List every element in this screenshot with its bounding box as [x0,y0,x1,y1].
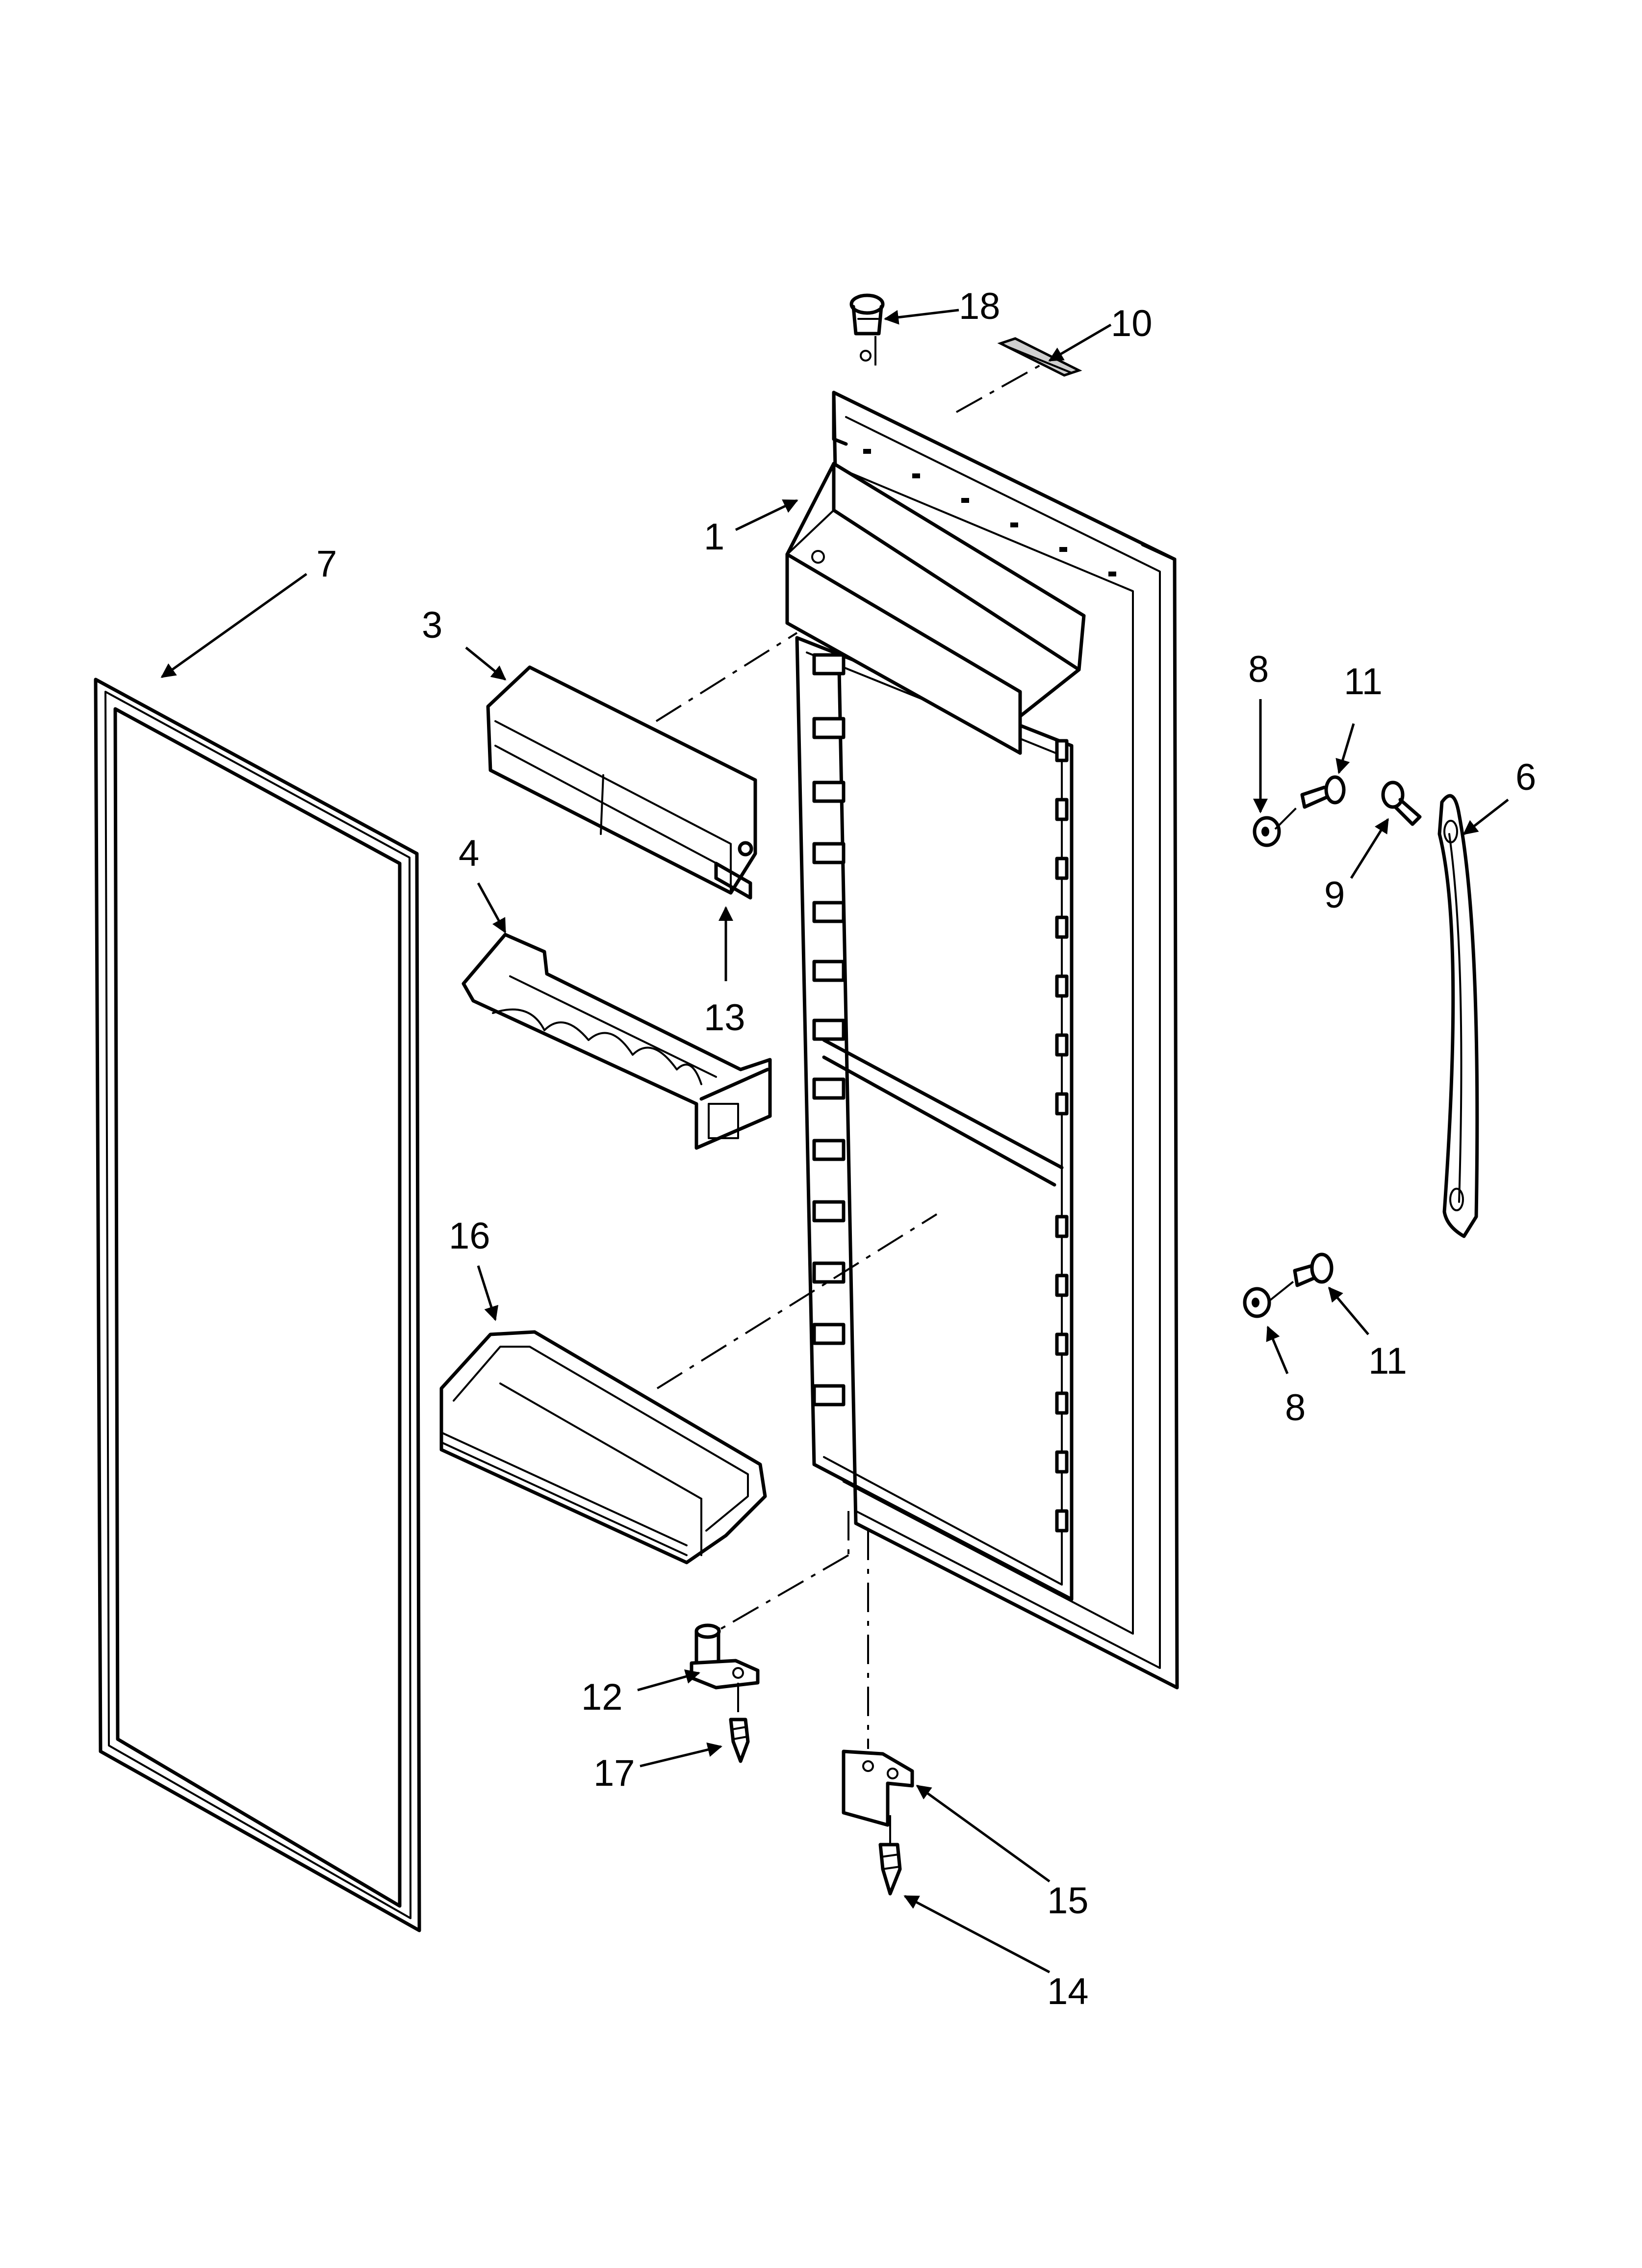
callout-12: 12 [581,1676,623,1718]
callout-16: 16 [449,1215,490,1257]
callout-9: 9 [1324,874,1345,916]
door-gasket-part-7 [94,678,421,1932]
screw-part-11-bottom [1293,1252,1334,1287]
spacer-part-8-bottom [1243,1287,1271,1318]
callout-labels: 18 10 1 7 3 4 13 8 11 6 9 11 8 16 12 17 … [316,286,1536,2012]
hinge-pin-part-12 [690,1623,760,1690]
door-bin-part-16 [439,1330,767,1564]
plug-part-18 [849,293,885,336]
shelf-nubs-right [1055,739,1069,1533]
callout-8-bottom: 8 [1285,1387,1306,1429]
callout-14: 14 [1047,1971,1089,2012]
hinge-bracket-part-15 [842,1749,914,1827]
callout-7: 7 [316,543,337,585]
callout-3: 3 [422,604,442,646]
callout-17: 17 [593,1752,635,1794]
callout-11-bottom: 11 [1368,1340,1407,1382]
spacer-part-8-top [1253,816,1281,847]
egg-tray-part-4 [462,933,772,1150]
callout-18: 18 [959,286,1001,327]
callout-11-top: 11 [1344,661,1383,703]
callout-15: 15 [1047,1880,1089,1922]
callout-leaders [160,309,1509,1974]
callout-4: 4 [459,833,479,874]
handle-part-6 [1437,794,1479,1238]
screw-part-11-top [1300,775,1346,809]
door-top-holes [863,449,1116,576]
shelf-nubs-left [812,653,846,1407]
callout-1: 1 [704,516,724,558]
badge-part-10 [997,337,1082,377]
callout-8-top: 8 [1248,649,1269,690]
dairy-hinge-part-13 [714,861,752,900]
screw-part-9 [1381,781,1422,826]
dairy-door-part-3 [486,665,757,895]
screw-part-14 [878,1843,902,1896]
door-liner-part-1 [785,350,1179,1690]
callout-6: 6 [1515,756,1536,798]
callout-10: 10 [1111,303,1153,344]
alignment-lines [655,336,1306,1845]
screw-part-17 [729,1718,750,1763]
callout-13: 13 [704,997,745,1039]
